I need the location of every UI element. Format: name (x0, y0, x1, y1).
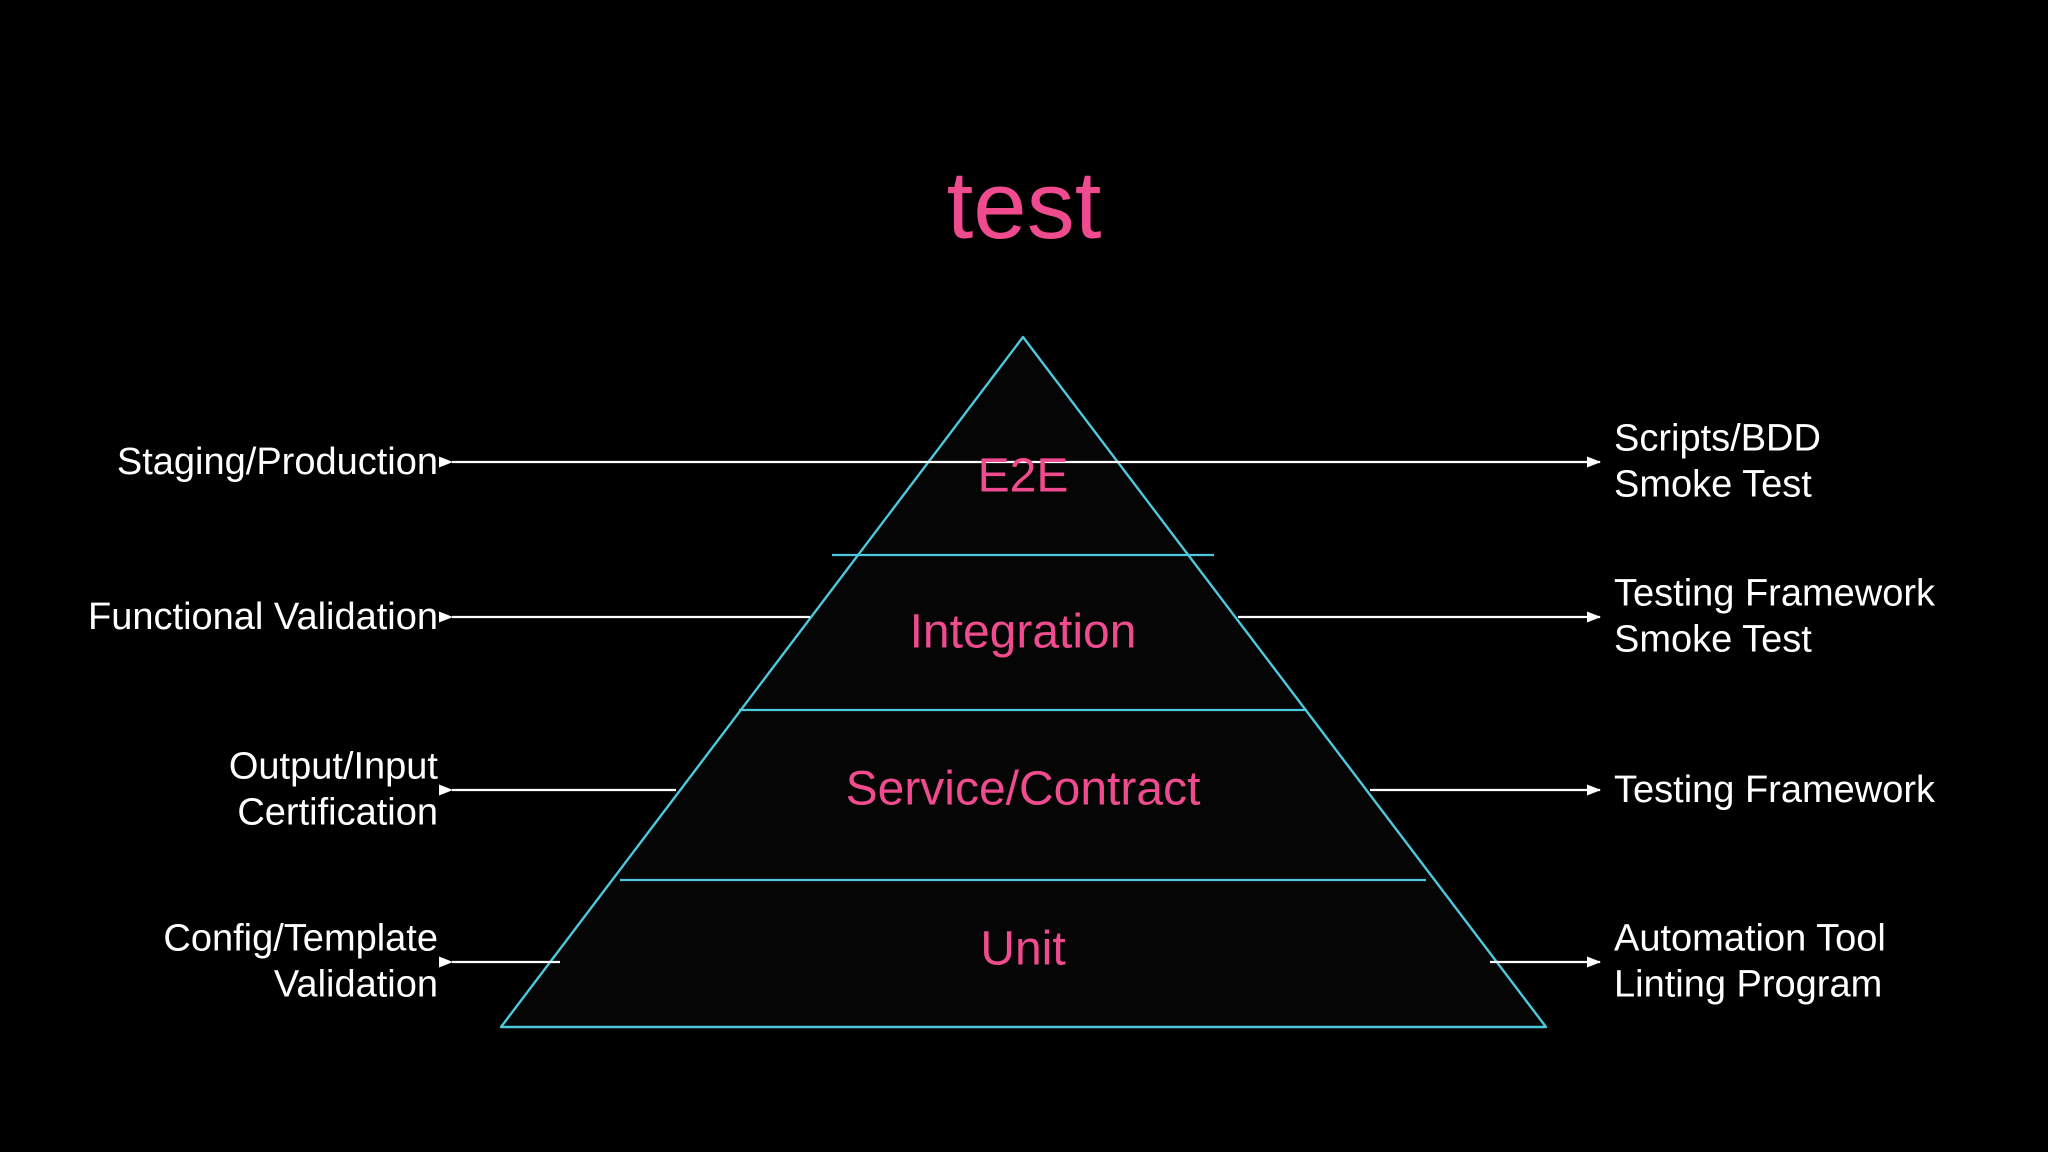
right-label-unit-line2: Linting Program (1614, 964, 1883, 1006)
right-label-integration: Testing Framework Smoke Test (1614, 571, 1935, 664)
pyramid-outline (499, 335, 1548, 1029)
left-label-unit-line2: Validation (273, 964, 438, 1006)
right-label-unit-line1: Automation Tool (1614, 917, 1886, 960)
right-label-service-contract: Testing Framework (1614, 767, 1935, 813)
left-label-service-contract-line1: Output/Input (228, 745, 438, 788)
page-title: test (946, 152, 1102, 259)
right-label-e2e-line1: Scripts/BDD (1614, 417, 1821, 460)
left-label-integration: Functional Validation (88, 594, 438, 640)
right-label-service-contract-line1: Testing Framework (1614, 768, 1935, 811)
right-label-integration-line2: Smoke Test (1614, 619, 1812, 661)
left-label-e2e: Staging/Production (117, 439, 438, 485)
left-label-service-contract-line2: Certification (237, 792, 438, 834)
left-label-unit: Config/Template Validation (163, 916, 438, 1009)
left-label-unit-line1: Config/Template (163, 917, 438, 960)
right-label-integration-line1: Testing Framework (1614, 572, 1935, 615)
pyramid-tier-label-integration: Integration (909, 605, 1137, 659)
pyramid-tier-label-unit: Unit (980, 922, 1066, 976)
left-label-integration-line1: Functional Validation (88, 595, 438, 638)
pyramid-tier-label-e2e: E2E (977, 449, 1069, 503)
left-label-service-contract: Output/Input Certification (229, 744, 438, 837)
pyramid-tier-label-service-contract: Service/Contract (845, 762, 1201, 816)
right-label-e2e: Scripts/BDD Smoke Test (1614, 416, 1821, 509)
right-label-e2e-line2: Smoke Test (1614, 464, 1812, 506)
right-label-unit: Automation Tool Linting Program (1614, 916, 1886, 1009)
left-label-e2e-line1: Staging/Production (116, 440, 438, 483)
